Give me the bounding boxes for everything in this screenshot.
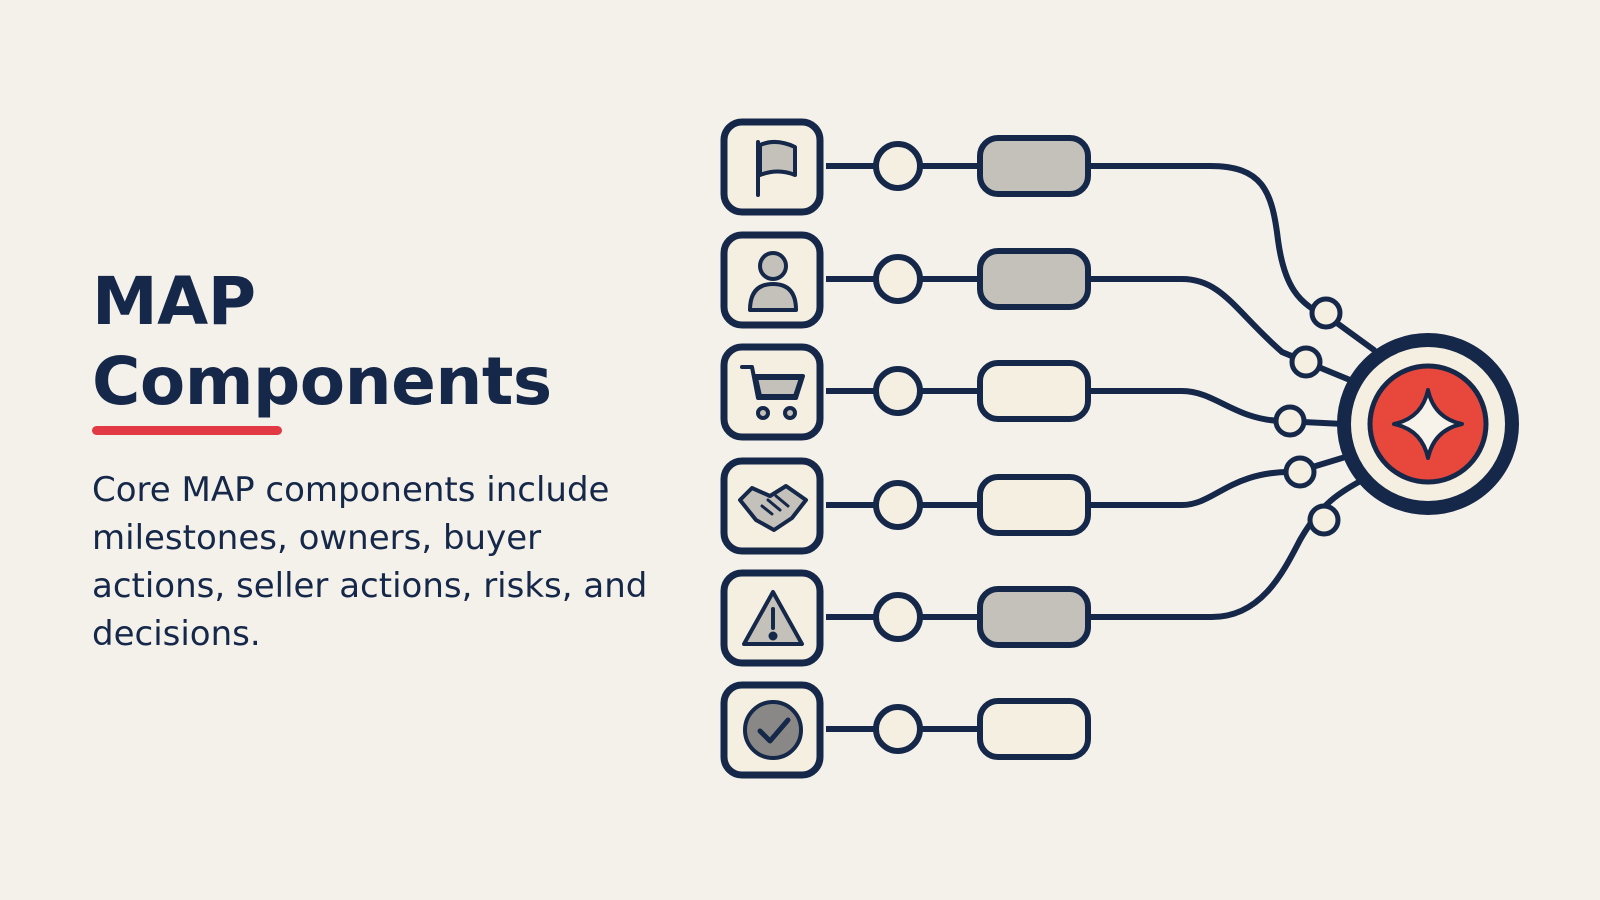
row-pill	[977, 474, 1091, 536]
connector-row-5	[1084, 472, 1375, 620]
row-owners	[720, 231, 1091, 329]
title-underline	[92, 426, 282, 435]
row-decisions	[720, 681, 1091, 779]
hub-connectors	[1084, 163, 1377, 620]
check-circle-icon	[743, 700, 803, 760]
page-title: MAP Components	[92, 262, 652, 422]
connector-row-2	[1084, 276, 1353, 383]
joint-node	[1307, 503, 1341, 537]
title-line-1: MAP	[92, 263, 256, 340]
row-buyer-actions	[720, 343, 1091, 441]
shopping-cart-icon	[740, 365, 805, 420]
row-pill	[977, 360, 1091, 422]
row-milestones	[720, 118, 1091, 216]
hub	[1337, 333, 1519, 515]
row-node	[873, 480, 923, 530]
row-node	[873, 366, 923, 416]
hub-joint-nodes	[1273, 296, 1343, 537]
row-pill	[977, 135, 1091, 197]
person-icon	[748, 251, 798, 312]
connector-row-1	[1084, 163, 1377, 353]
row-node	[873, 141, 923, 191]
row-seller-actions	[720, 457, 1091, 555]
row-pill	[977, 698, 1091, 760]
joint-node	[1273, 404, 1307, 438]
title-line-2: Components	[92, 343, 552, 420]
row-node	[873, 704, 923, 754]
joint-node	[1289, 345, 1323, 379]
body-text: Core MAP components include milestones, …	[92, 470, 648, 654]
sparkle-star-icon	[1392, 388, 1464, 460]
flag-icon	[756, 140, 797, 197]
row-risks	[720, 569, 1091, 667]
row-node	[873, 592, 923, 642]
joint-node	[1283, 455, 1317, 489]
joint-node	[1309, 296, 1343, 330]
row-node	[873, 254, 923, 304]
row-pill	[977, 248, 1091, 310]
warning-icon	[742, 590, 804, 646]
row-pill	[977, 586, 1091, 648]
handshake-icon	[738, 484, 808, 532]
